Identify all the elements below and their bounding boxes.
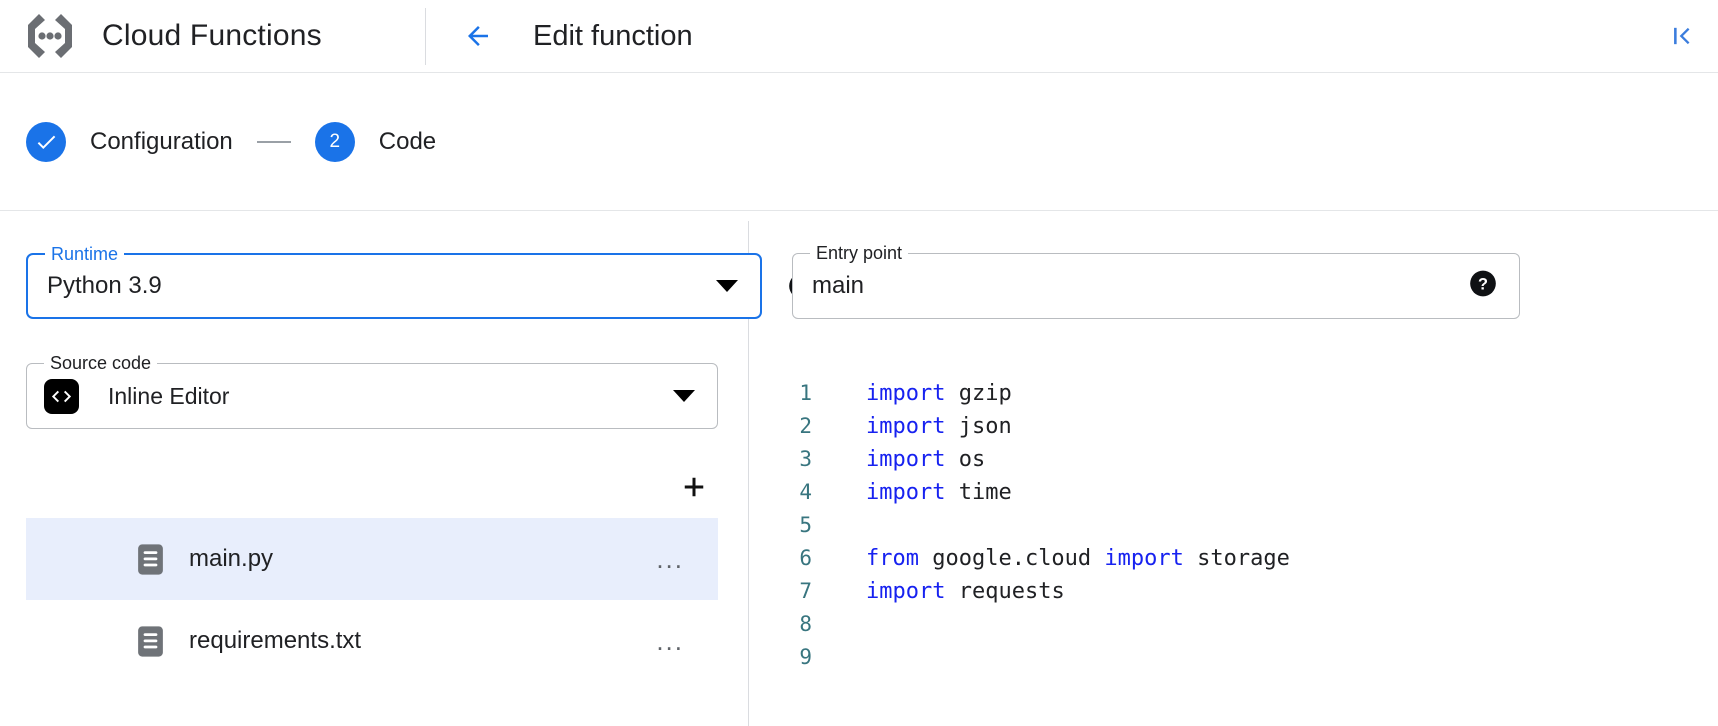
arrow-left-icon[interactable] [456,14,500,58]
chevron-down-icon[interactable] [716,280,738,292]
step-connector [256,140,291,143]
cloud-functions-logo-icon [22,8,78,64]
code-line: 8 [749,608,1718,641]
code-token: json [945,414,1012,439]
file-document-icon [136,625,165,658]
chevron-down-icon[interactable] [673,390,695,402]
appbar-divider [425,7,426,65]
line-number: 8 [799,612,812,636]
page-header: Edit function [426,0,693,72]
app-bar: Cloud Functions Edit function [0,0,1718,73]
code-line: 7 import requests [749,575,1718,608]
code-keyword: import [1104,546,1184,571]
file-row-requirements-txt[interactable]: requirements.txt ... [26,600,718,682]
code-token: google.cloud [918,546,1105,571]
svg-text:?: ? [1478,276,1488,294]
code-line-text: from google.cloud import storage [824,542,1290,575]
line-number: 3 [799,447,812,471]
file-row-main-py[interactable]: main.py ... [26,518,718,600]
code-line-text: import json [824,410,1012,443]
step-code-label: Code [378,127,437,155]
code-editor[interactable]: 1 import gzip 2 import json 3 import os 4 impor… [749,363,1718,726]
check-icon [26,121,66,162]
wizard-stepper: Configuration 2 Code [0,73,1718,211]
left-panel: Runtime Python 3.9 ? Source code [0,211,815,726]
step-code[interactable]: 2 Code [314,121,437,162]
step-configuration[interactable]: Configuration [26,121,233,162]
code-line-text: import os [824,443,985,476]
code-token: os [945,447,986,472]
code-line: 4 import time [749,476,1718,509]
add-file-button[interactable] [672,465,716,509]
product-brand[interactable]: Cloud Functions [0,0,425,72]
line-number: 1 [799,381,812,405]
code-brackets-icon [44,378,79,414]
step-configuration-label: Configuration [90,127,233,155]
code-token: time [945,480,1012,505]
code-keyword: import [866,414,946,439]
code-line: 2 import json [749,410,1718,443]
source-code-label: Source code [44,353,158,373]
line-number: 9 [799,645,812,669]
code-token: requests [945,579,1065,604]
file-document-icon [136,543,165,576]
source-code-value: Inline Editor [108,382,230,409]
code-line: 6 from google.cloud import storage [749,542,1718,575]
line-number: 6 [799,546,812,570]
line-number: 4 [799,480,812,504]
line-number: 5 [799,513,812,537]
entry-point-row: Entry point main ? [792,243,1520,319]
code-line: 1 import gzip [749,377,1718,410]
file-name: requirements.txt [189,627,362,654]
entry-point-input[interactable]: Entry point main ? [792,243,1520,319]
code-keyword: import [866,579,946,604]
code-line: 9 [749,641,1718,674]
entry-point-label: Entry point [810,243,909,263]
code-line-text: import gzip [824,377,1012,410]
file-row-menu-button[interactable]: ... [656,626,684,656]
code-token: storage [1183,546,1290,571]
product-title: Cloud Functions [102,19,322,52]
file-row-menu-button[interactable]: ... [656,544,684,574]
line-number: 2 [799,414,812,438]
source-code-select[interactable]: Source code Inline Editor [26,353,718,429]
runtime-row: Runtime Python 3.9 ? [26,244,816,319]
main-content: Runtime Python 3.9 ? Source code [0,211,1718,726]
code-keyword: import [866,480,946,505]
step-code-badge: 2 [314,121,355,162]
code-line-text: import requests [824,575,1065,608]
runtime-label: Runtime [45,244,125,264]
runtime-value: Python 3.9 [47,272,162,299]
page-title: Edit function [533,19,693,52]
file-name: main.py [189,545,274,572]
code-token: gzip [945,381,1012,406]
code-keyword: import [866,381,946,406]
code-line: 5 [749,509,1718,542]
file-list: main.py ... requirements.txt ... [26,518,718,682]
code-editor-body[interactable]: 1 import gzip 2 import json 3 import os 4 impor… [749,377,1718,674]
runtime-select[interactable]: Runtime Python 3.9 [26,244,762,319]
code-keyword: import [866,447,946,472]
right-panel: Entry point main ? 1 import gzip 2 import j… [749,211,1718,726]
code-line: 3 import os [749,443,1718,476]
source-code-row: Source code Inline Editor [26,353,718,429]
code-keyword: from [866,546,919,571]
panel-divider [748,221,749,726]
entry-point-value: main [812,272,865,299]
collapse-panel-left-icon[interactable] [1660,14,1704,58]
entry-point-help-icon[interactable]: ? [1469,270,1497,303]
line-number: 7 [799,579,812,603]
code-line-text: import time [824,476,1012,509]
